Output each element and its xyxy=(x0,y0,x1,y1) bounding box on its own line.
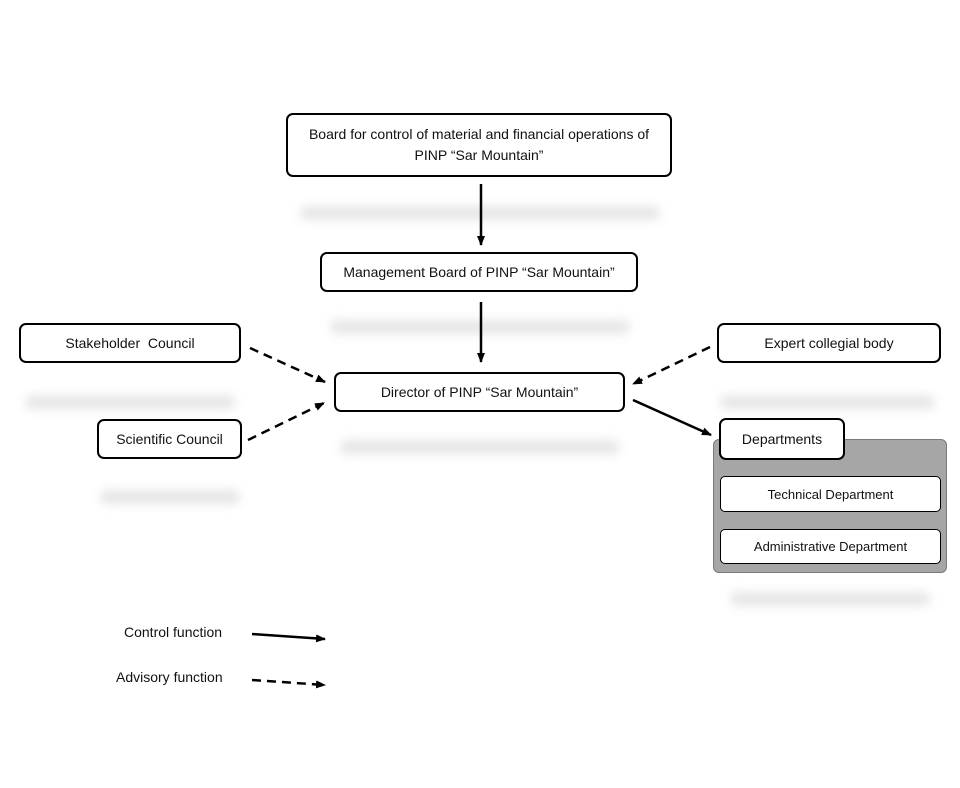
shadow-expert xyxy=(720,395,935,409)
legend-control-label: Control function xyxy=(124,624,223,640)
arrow-expert-to-director xyxy=(632,345,711,386)
arrow-stakeholder-to-director xyxy=(249,346,326,384)
node-expert-collegial-body: Expert collegial body xyxy=(717,323,941,363)
shadow-departments-group xyxy=(730,592,930,606)
node-departments-label: Departments xyxy=(741,430,823,447)
shadow-director xyxy=(340,440,620,454)
node-administrative-department: Administrative Department xyxy=(720,529,941,564)
node-scientific-council: Scientific Council xyxy=(97,419,242,459)
node-director-label: Director of PINP “Sar Mountain” xyxy=(380,383,579,400)
node-board-control-label: Board for control of material and financ… xyxy=(308,126,650,163)
legend-advisory-label: Advisory function xyxy=(116,669,223,685)
node-scientific-council-label: Scientific Council xyxy=(116,430,223,447)
node-management-board: Management Board of PINP “Sar Mountain” xyxy=(320,252,638,292)
node-board-control: Board for control of material and financ… xyxy=(286,113,672,177)
node-administrative-department-label: Administrative Department xyxy=(753,539,908,554)
legend-advisory-arrow xyxy=(251,678,326,689)
node-stakeholder-council: Stakeholder Council xyxy=(19,323,241,363)
shadow-stakeholder xyxy=(25,395,235,409)
node-management-board-label: Management Board of PINP “Sar Mountain” xyxy=(343,263,615,280)
legend-control-arrow xyxy=(251,632,326,643)
node-technical-department-label: Technical Department xyxy=(767,486,894,502)
arrow-director-to-departments xyxy=(632,398,712,437)
shadow-scientific xyxy=(100,490,240,504)
node-director: Director of PINP “Sar Mountain” xyxy=(334,372,625,412)
node-expert-collegial-body-label: Expert collegial body xyxy=(764,334,894,351)
node-technical-department: Technical Department xyxy=(720,476,941,512)
node-departments: Departments xyxy=(719,418,845,460)
arrow-scientific-to-director xyxy=(247,401,325,442)
node-stakeholder-council-label: Stakeholder Council xyxy=(65,334,195,351)
